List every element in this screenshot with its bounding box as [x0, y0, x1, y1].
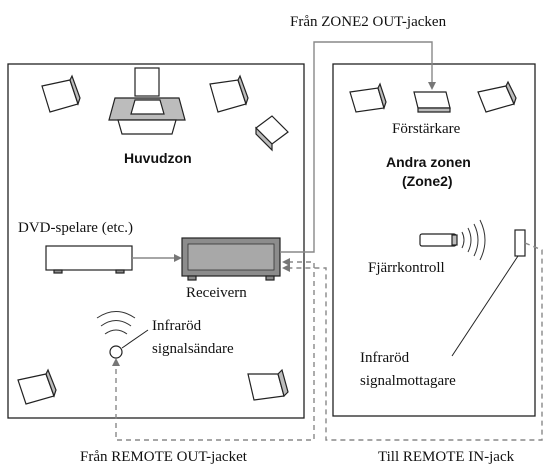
- remote-in-cable: [290, 242, 543, 441]
- receiver-unit: [181, 237, 281, 281]
- remote-out-label: Från REMOTE OUT-jacket: [80, 449, 248, 465]
- surround-left-speaker: [17, 368, 57, 405]
- ir-receiver-label-line2: signalmottagare: [360, 373, 456, 389]
- remote-out-cable: [115, 261, 315, 441]
- ir-emitter: [96, 311, 149, 359]
- zone2-room: [332, 63, 536, 417]
- remote-in-arrowhead: [282, 264, 290, 272]
- dvd-player: [45, 245, 133, 274]
- receiver-label: Receivern: [186, 285, 247, 301]
- ir-emitter-label-line2: signalsändare: [152, 341, 234, 357]
- dvd-arrowhead: [174, 254, 182, 262]
- subwoofer-speaker: [255, 115, 289, 152]
- zone2-title-line2: (Zone2): [402, 173, 453, 189]
- remote-control: [419, 219, 486, 261]
- zone2-title-line1: Andra zonen: [386, 154, 471, 170]
- ir-receiver-pointer: [451, 255, 519, 357]
- remote-in-label: Till REMOTE IN-jack: [378, 449, 515, 465]
- zone2-right-speaker: [477, 80, 517, 113]
- zone2-amplifier: [413, 91, 451, 113]
- zone2-out-arrowhead: [428, 82, 436, 90]
- front-right-speaker: [209, 74, 249, 113]
- zone2-out-label: Från ZONE2 OUT-jacken: [290, 14, 447, 30]
- surround-right-speaker: [247, 368, 289, 401]
- remote-label: Fjärrkontroll: [368, 260, 445, 276]
- ir-emitter-label-line1: Infraröd: [152, 318, 202, 334]
- dvd-label: DVD-spelare (etc.): [18, 220, 133, 236]
- center-speaker-and-tv: [108, 67, 186, 135]
- main-zone-title: Huvudzon: [124, 150, 192, 166]
- main-zone-room: [7, 63, 305, 419]
- remote-out-arrowhead: [112, 358, 120, 366]
- amplifier-label: Förstärkare: [392, 121, 461, 137]
- ir-receiver-label-line1: Infraröd: [360, 350, 410, 366]
- ir-receiver: [514, 229, 526, 257]
- zone2-out-cable: [280, 41, 433, 253]
- zone2-left-speaker: [349, 82, 387, 113]
- front-left-speaker: [41, 74, 81, 113]
- remote-out-origin-arrowhead: [282, 258, 290, 266]
